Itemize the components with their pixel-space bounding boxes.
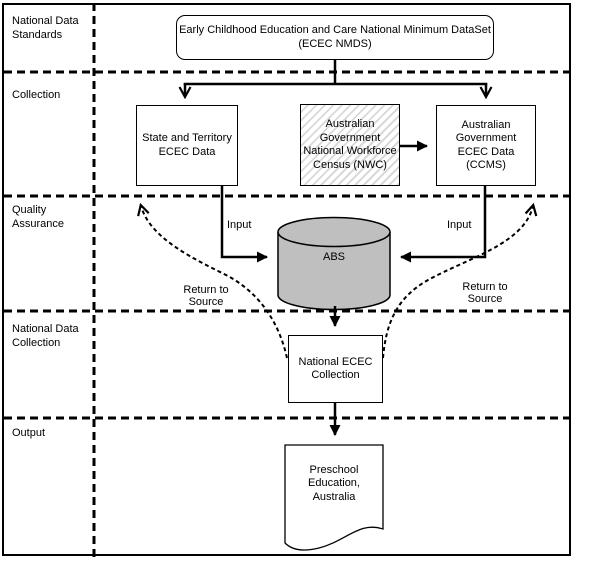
- ccms-data-box: Australian Government ECEC Data (CCMS): [436, 105, 536, 186]
- return-to-source-right-label: Return to Source: [462, 281, 508, 305]
- lane-label-national-data-collection: National Data Collection: [12, 323, 79, 349]
- lane-label-output: Output: [12, 427, 46, 439]
- return-left-curve: [141, 206, 288, 359]
- nmds-title-line1: Early Childhood Education and Care Natio…: [179, 24, 491, 36]
- input-left-label: Input: [227, 219, 252, 231]
- lane-label-collection: Collection: [12, 89, 61, 101]
- lane-label-national-data-standards: National Data Standards: [12, 15, 79, 41]
- document-shape: [284, 444, 384, 551]
- input-left-connector: [220, 186, 268, 263]
- database-cylinder-shape: [277, 216, 391, 311]
- national-ecec-collection-box: National ECEC Collection: [288, 335, 383, 403]
- state-territory-ecec-data-box: State and Territory ECEC Data: [136, 105, 238, 186]
- return-to-source-left-label: Return to Source: [183, 284, 229, 308]
- input-right-label: Input: [447, 219, 472, 231]
- diagram-border: [2, 3, 571, 556]
- nwc-census-box: Australian Government National Workforce…: [300, 104, 400, 186]
- return-right-curve: [382, 206, 533, 359]
- nmds-title-line2: (ECEC NMDS): [298, 37, 372, 50]
- lane-label-quality-assurance: Quality Assurance: [12, 204, 64, 230]
- abs-cylinder-label: ABS: [322, 251, 345, 264]
- nmds-title-box: Early Childhood Education and Care Natio…: [176, 15, 494, 60]
- output-document-label: Preschool Education, Australia: [308, 463, 360, 503]
- input-right-connector: [400, 186, 487, 263]
